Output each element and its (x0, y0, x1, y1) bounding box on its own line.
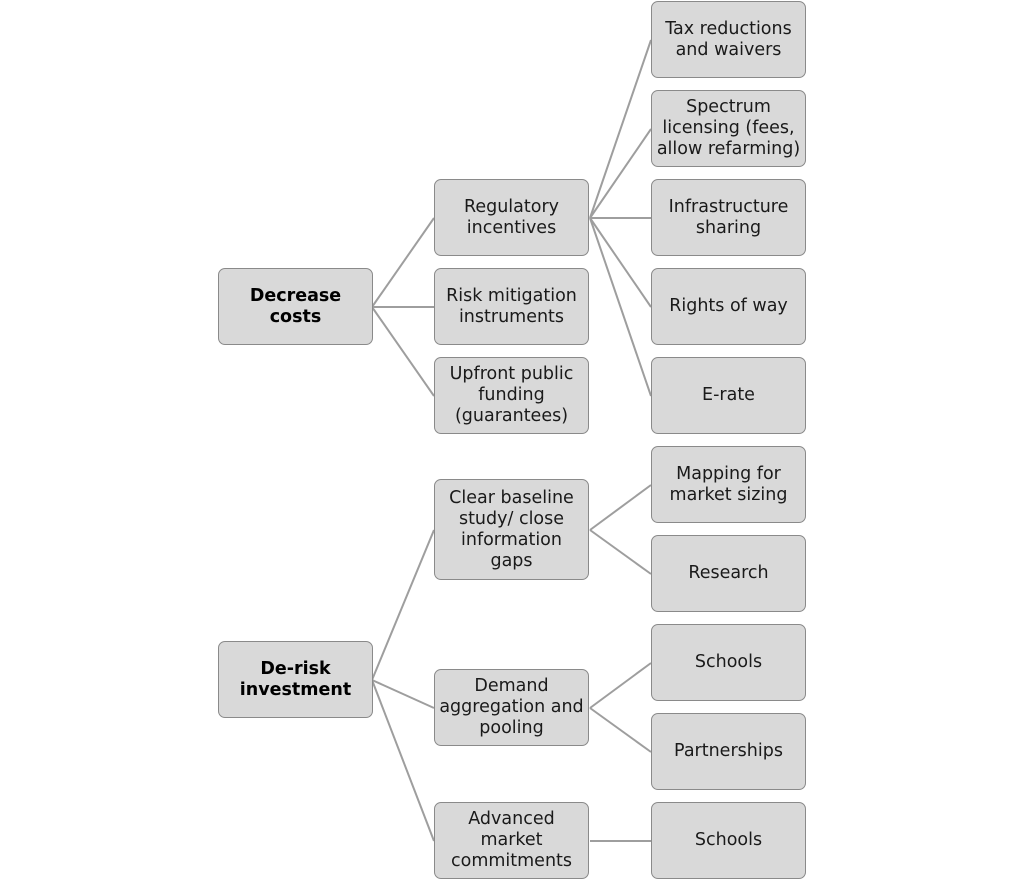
node-label: Upfront public funding (guarantees) (449, 364, 574, 426)
node-label: Regulatory incentives (463, 196, 560, 238)
node-research: Research (651, 535, 806, 612)
node-label: Advanced market commitments (450, 809, 573, 871)
node-spectrum-licensing: Spectrum licensing (fees, allow refarmin… (651, 90, 806, 167)
node-decrease-costs: Decrease costs (218, 268, 373, 345)
node-schools-commitments: Schools (651, 802, 806, 879)
node-mapping-market-sizing: Mapping for market sizing (651, 446, 806, 523)
connector-line (589, 662, 652, 709)
node-label: Partnerships (674, 741, 783, 761)
connector-line (371, 679, 435, 709)
node-de-risk-investment: De-risk investment (218, 641, 373, 718)
node-schools-demand: Schools (651, 624, 806, 701)
node-label: Schools (694, 830, 763, 850)
connector-line (589, 217, 652, 397)
node-risk-mitigation-instruments: Risk mitigation instruments (434, 268, 589, 345)
node-upfront-public-funding: Upfront public funding (guarantees) (434, 357, 589, 434)
node-label: Spectrum licensing (fees, allow refarmin… (656, 97, 801, 159)
node-infrastructure-sharing: Infrastructure sharing (651, 179, 806, 256)
connector-line (589, 217, 652, 308)
node-partnerships: Partnerships (651, 713, 806, 790)
node-rights-of-way: Rights of way (651, 268, 806, 345)
node-clear-baseline-study: Clear baseline study/ close information … (434, 479, 589, 580)
connector-line (371, 529, 435, 681)
node-label: Demand aggregation and pooling (439, 676, 584, 738)
connector-line (589, 484, 652, 531)
node-label: Risk mitigation instruments (446, 285, 577, 327)
connector-line (371, 306, 435, 397)
connector-line (589, 529, 652, 575)
connector-line (371, 217, 435, 308)
node-label: Clear baseline study/ close information … (449, 487, 574, 571)
node-label: Mapping for market sizing (669, 463, 788, 505)
node-label: Decrease costs (249, 285, 342, 327)
node-tax-reductions: Tax reductions and waivers (651, 1, 806, 78)
node-regulatory-incentives: Regulatory incentives (434, 179, 589, 256)
node-label: Infrastructure sharing (668, 196, 789, 238)
connector-line (589, 707, 652, 753)
node-label: Schools (694, 652, 763, 672)
node-label: Rights of way (669, 296, 788, 316)
connector-line (371, 679, 435, 842)
connector-line (589, 39, 652, 219)
connector-line (589, 128, 652, 219)
node-demand-aggregation: Demand aggregation and pooling (434, 669, 589, 746)
node-e-rate: E-rate (651, 357, 806, 434)
node-label: E-rate (702, 385, 755, 405)
node-advanced-market-commitments: Advanced market commitments (434, 802, 589, 879)
node-label: Research (688, 563, 769, 583)
node-label: De-risk investment (239, 658, 352, 700)
node-label: Tax reductions and waivers (665, 18, 792, 60)
